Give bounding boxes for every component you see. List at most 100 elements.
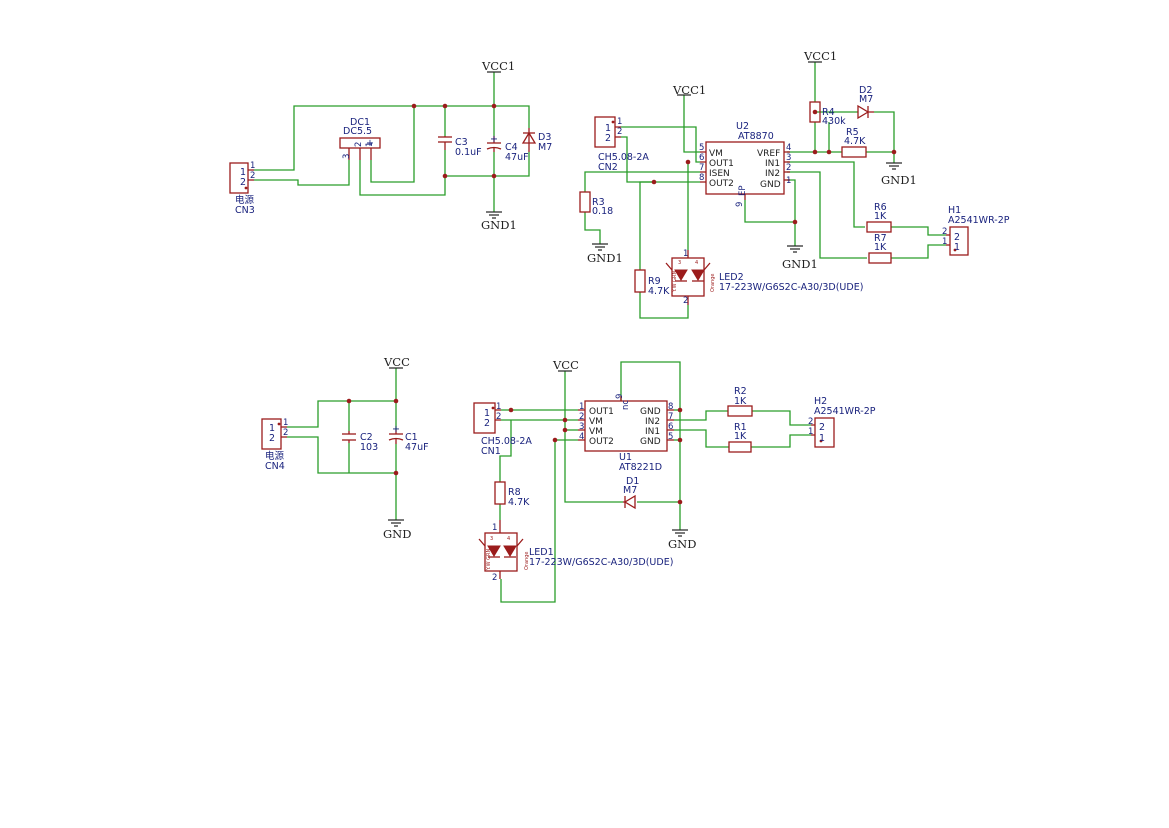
c4-plus: +: [490, 134, 498, 145]
r5-ref: R5: [846, 127, 859, 138]
led2-ref: LED2: [719, 272, 744, 283]
cn1-pin1: 1: [484, 408, 490, 419]
u1-value: AT8221D: [619, 462, 662, 473]
d3-value: M7: [538, 142, 552, 153]
resistor-r2: R2 1K: [727, 386, 753, 417]
cn3-pin2: 2: [240, 177, 246, 188]
h1-pin2-num: 2: [942, 227, 947, 237]
connector-dc1: DC1 DC5.5 3 2 1 +: [339, 117, 381, 160]
u2-pinnum-8: 8: [699, 173, 704, 183]
r4-value: 430k: [822, 116, 846, 127]
c4-ref: C4: [505, 142, 518, 153]
cn3-pin2-num: 2: [250, 171, 255, 181]
connector-cn3: 1 2 1 2 电源 CN3: [229, 161, 255, 216]
resistor-r9: R9 4.7K: [634, 269, 670, 297]
cn4-pin1-num: 1: [283, 418, 288, 428]
u2-pinnum-9: 9: [735, 202, 745, 207]
dc1-pin3: 3: [342, 154, 352, 159]
cn1-pin2-num: 2: [496, 412, 501, 422]
u2-pin-vm: VM: [709, 149, 723, 159]
cn3-ref: CN3: [235, 205, 255, 216]
gnd-label-b: GND: [668, 537, 696, 551]
cn2-pin2: 2: [605, 133, 611, 144]
vcc1-label-b: VCC1: [672, 83, 706, 97]
u1-pinnum-9: 9: [615, 394, 625, 399]
c1-plus: +: [392, 424, 400, 435]
u2-pin-isen: ISEN: [709, 169, 730, 179]
capacitor-c4: + C4 47uF: [486, 134, 529, 163]
led1-pin2: 2: [492, 573, 497, 583]
u1-pinnum-5: 5: [668, 432, 673, 442]
r8-ref: R8: [508, 487, 521, 498]
vcc1-symbol-a: VCC1: [481, 59, 515, 73]
h2-pin1: 1: [819, 433, 825, 444]
r7-value: 1K: [874, 242, 887, 253]
gnd-symbol-b: GND: [668, 529, 696, 551]
r3-value: 0.18: [592, 206, 613, 217]
cn3-value: 电源: [235, 194, 255, 206]
u1-pin-out1: OUT1: [589, 407, 614, 417]
connector-cn1: 1 2 1 2 CH5.08-2A CN1: [473, 402, 532, 457]
led1-pin3: 3: [490, 536, 493, 542]
resistor-r4: R4 430k: [809, 101, 846, 127]
vcc1-symbol-c: VCC1: [803, 49, 837, 63]
u1-pin-vm-a: VM: [589, 417, 603, 427]
dc1-pin1: 1: [365, 142, 375, 147]
vcc-label-a: VCC: [383, 355, 410, 369]
cn4-pin2: 2: [269, 433, 275, 444]
gnd1-symbol-a: GND1: [481, 211, 517, 232]
cn3-pin1: 1: [240, 167, 246, 178]
connector-cn2: 1 2 1 2 CH5.08-2A CN2: [594, 116, 649, 173]
dc1-ref: DC1: [350, 117, 370, 128]
led1-color-b: Orange: [524, 552, 530, 570]
h2-pin2-num: 2: [808, 417, 813, 427]
cn1-pin2: 2: [484, 418, 490, 429]
diode-d2: D2 M7: [857, 85, 874, 120]
led1-pin4: 4: [507, 536, 510, 542]
h1-value: A2541WR-2P: [948, 215, 1010, 226]
d1-value: M7: [623, 485, 637, 496]
led1-value: 17-223W/G6S2C-A30/3D(UDE): [529, 557, 673, 568]
cn1-value: CH5.08-2A: [481, 436, 532, 447]
r9-ref: R9: [648, 276, 661, 287]
dc1-plus: +: [366, 138, 374, 149]
power-input-block-2: VCC GND 1 2 1 2 电源 CN4 C2 1: [261, 355, 429, 541]
u2-pin-out2: OUT2: [709, 179, 734, 189]
r5-value: 4.7K: [844, 136, 866, 147]
h1-pin2: 2: [954, 232, 960, 243]
h2-ref: H2: [814, 396, 827, 407]
resistor-r5: R5 4.7K: [841, 127, 867, 158]
h1-pin1: 1: [954, 242, 960, 253]
led-led1: 1 2 3 4 Y.W GRN Orange LED1 17-223W/G6S2…: [478, 520, 673, 583]
u1-pinnum-4: 4: [579, 432, 584, 442]
gnd1-label: GND1: [481, 218, 517, 232]
d1-ref: D1: [626, 476, 639, 487]
cn1-ref: CN1: [481, 446, 501, 457]
dc1-pin2: 2: [354, 142, 364, 147]
led2-pin4: 4: [695, 260, 698, 266]
u1-pin-gnd-a: GND: [640, 407, 661, 417]
r9-value: 4.7K: [648, 286, 670, 297]
h1-ref: H1: [948, 205, 961, 216]
u1-pin-nc: nc: [621, 400, 631, 410]
power-input-block-1: VCC1 GND1 1 2 1 2 电源 CN3 DC1: [229, 59, 552, 232]
u2-pin-in2: IN2: [765, 169, 780, 179]
u2-value: AT8870: [738, 131, 774, 142]
r1-value: 1K: [734, 431, 747, 442]
resistor-r7: R7 1K: [868, 233, 892, 264]
u2-pinnum-3: 3: [786, 153, 791, 163]
led2-color-a: Y.W GRN: [672, 270, 678, 293]
driver-block-at8870: VCC1 VCC1 GND1 GND1 GND1: [579, 49, 1010, 319]
c2-ref: C2: [360, 432, 373, 443]
capacitor-c2: C2 103: [342, 431, 378, 453]
c3-value: 0.1uF: [455, 147, 482, 158]
u2-pin-out1: OUT1: [709, 159, 734, 169]
u1-pinnum-3: 3: [579, 422, 584, 432]
led2-pin1: 1: [683, 249, 688, 259]
led1-color-a: Y.W GRN: [486, 548, 492, 571]
u2-pinnum-6: 6: [699, 153, 704, 163]
gnd1-symbol-b: GND1: [587, 243, 623, 265]
cn2-pin1-num: 1: [617, 117, 622, 127]
vcc1-label-c: VCC1: [803, 49, 837, 63]
